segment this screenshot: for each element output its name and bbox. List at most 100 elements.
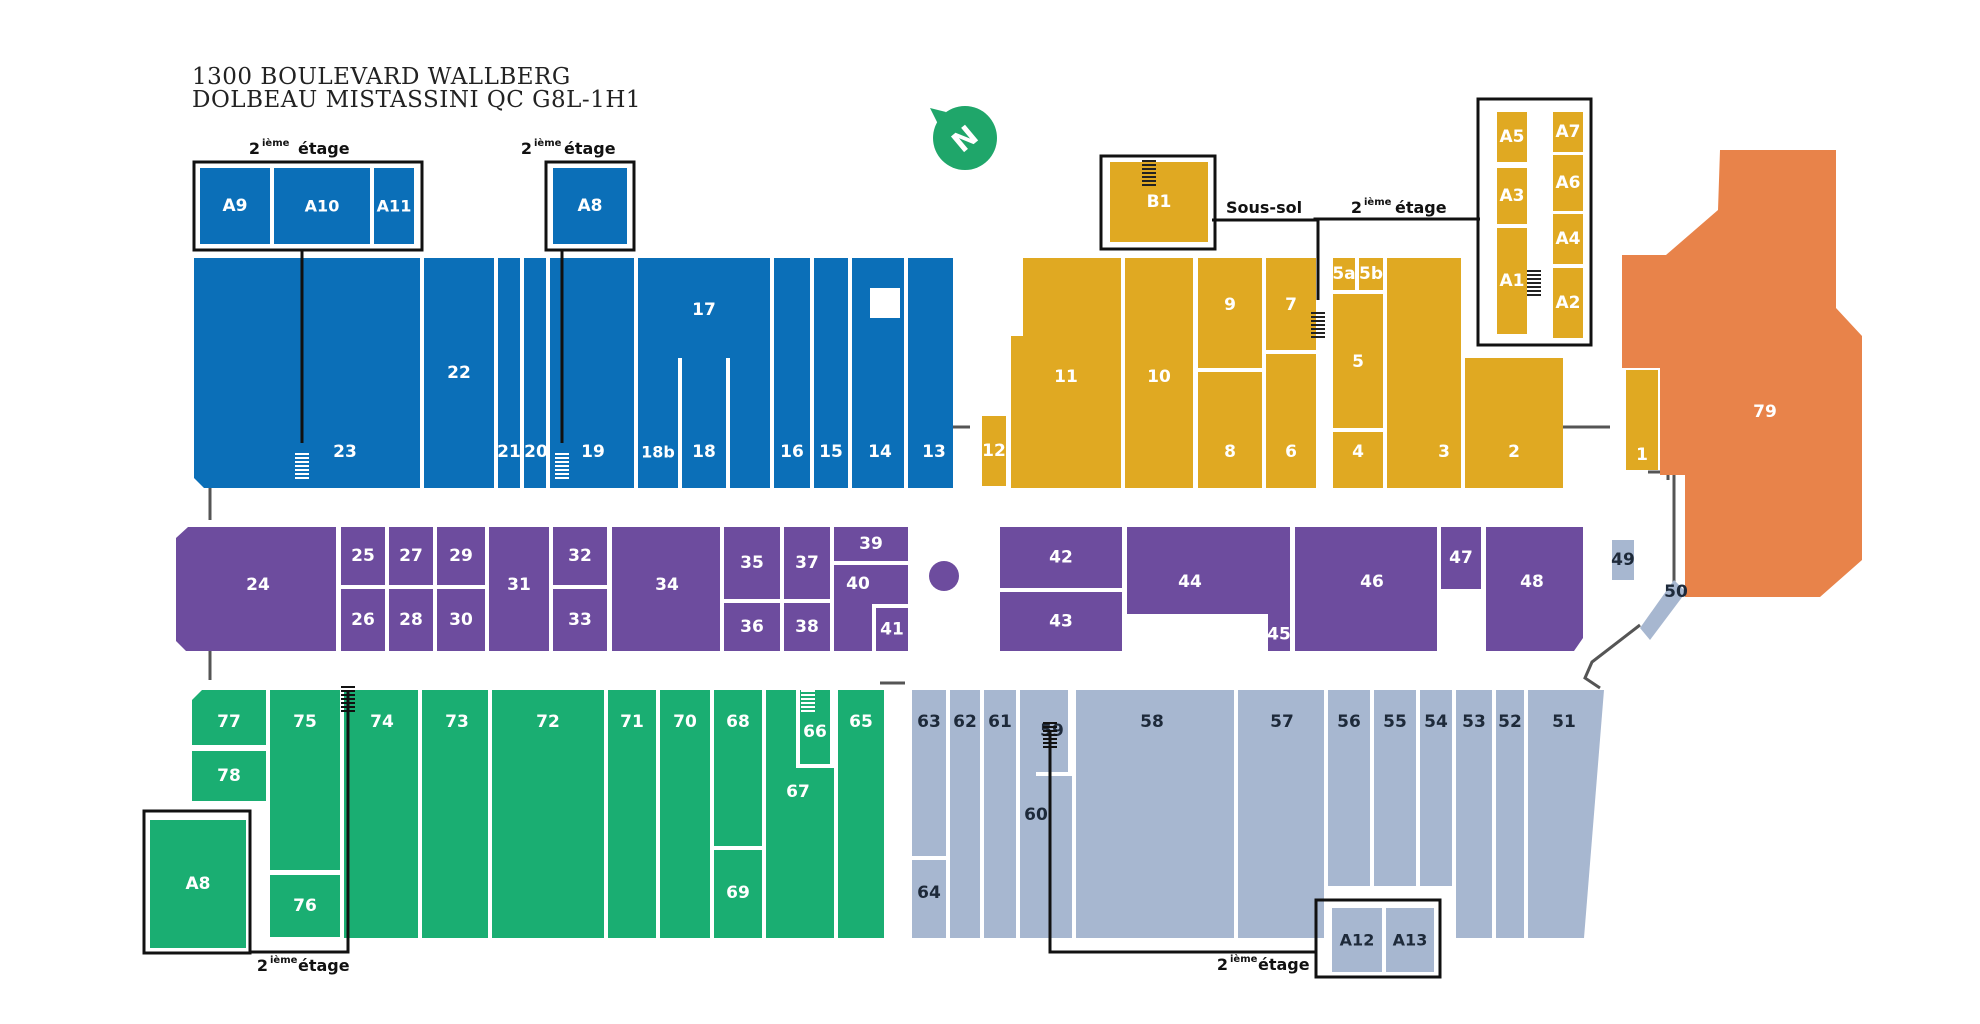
unit-35[interactable]: 35: [724, 527, 780, 599]
unit-27[interactable]: 27: [389, 527, 433, 585]
unit-49[interactable]: 49: [1611, 540, 1635, 580]
unit-22[interactable]: 22: [424, 258, 494, 488]
unit-45[interactable]: 45: [1267, 618, 1291, 651]
unit-58[interactable]: 58: [1076, 690, 1234, 938]
unit-a13[interactable]: A13: [1386, 908, 1434, 972]
unit-4[interactable]: 4: [1333, 432, 1383, 488]
unit-74[interactable]: 74: [344, 690, 418, 938]
unit-26[interactable]: 26: [341, 589, 385, 651]
unit-42[interactable]: 42: [1000, 527, 1122, 588]
unit-8[interactable]: 8: [1198, 372, 1262, 488]
unit-71[interactable]: 71: [608, 690, 656, 938]
unit-5b[interactable]: 5b: [1359, 258, 1383, 290]
unit-15[interactable]: 15: [814, 258, 848, 488]
unit-52[interactable]: 52: [1496, 690, 1524, 938]
unit-46[interactable]: 46: [1295, 527, 1437, 651]
unit-78[interactable]: 78: [192, 751, 266, 801]
unit-6[interactable]: 6: [1266, 354, 1316, 488]
unit-18b[interactable]: 18b: [638, 358, 678, 488]
unit-48[interactable]: 48: [1486, 527, 1583, 651]
unit-label: 58: [1140, 712, 1164, 732]
unit-shape: [1333, 294, 1383, 428]
unit-68[interactable]: 68: [714, 690, 762, 846]
unit-11[interactable]: 11: [1011, 258, 1121, 488]
unit-34[interactable]: 34: [612, 527, 720, 651]
unit-a12[interactable]: A12: [1332, 908, 1382, 972]
unit-a4[interactable]: A4: [1553, 214, 1583, 264]
unit-31[interactable]: 31: [489, 527, 549, 651]
unit-18[interactable]: 18: [682, 358, 726, 488]
unit-17[interactable]: 17: [638, 258, 770, 488]
unit-10[interactable]: 10: [1125, 258, 1193, 488]
unit-29[interactable]: 29: [437, 527, 485, 585]
unit-2[interactable]: 2: [1465, 358, 1563, 488]
unit-64[interactable]: 64: [912, 860, 946, 938]
unit-43[interactable]: 43: [1000, 592, 1122, 651]
unit-44[interactable]: 44: [1127, 527, 1290, 651]
unit-12[interactable]: 12: [982, 416, 1006, 486]
unit-65[interactable]: 65: [838, 690, 884, 938]
unit-28[interactable]: 28: [389, 589, 433, 651]
unit-66[interactable]: 66: [800, 690, 830, 764]
unit-7[interactable]: 7: [1266, 258, 1316, 350]
unit-50[interactable]: 50: [1640, 580, 1688, 640]
unit-36[interactable]: 36: [724, 603, 780, 651]
unit-5a[interactable]: 5a: [1332, 258, 1356, 290]
unit-67[interactable]: 67: [766, 690, 834, 938]
unit-33[interactable]: 33: [553, 589, 607, 651]
unit-38[interactable]: 38: [784, 603, 830, 651]
unit-20[interactable]: 20: [524, 258, 548, 488]
unit-14[interactable]: 14: [852, 258, 904, 488]
unit-32[interactable]: 32: [553, 527, 607, 585]
unit-75[interactable]: 75: [270, 690, 340, 870]
unit-5[interactable]: 5: [1333, 294, 1383, 428]
unit-51[interactable]: 51: [1528, 690, 1604, 938]
unit-25[interactable]: 25: [341, 527, 385, 585]
unit-b1[interactable]: B1: [1110, 162, 1208, 242]
unit-47[interactable]: 47: [1441, 527, 1481, 589]
unit-a10[interactable]: A10: [274, 168, 370, 244]
unit-40[interactable]: 40: [834, 565, 908, 651]
unit-56[interactable]: 56: [1328, 690, 1370, 886]
corridor-line: [1583, 623, 1641, 690]
unit-a1[interactable]: A1: [1497, 228, 1527, 334]
unit-23[interactable]: 23: [194, 258, 420, 488]
unit-72[interactable]: 72: [492, 690, 604, 938]
unit-1[interactable]: 1: [1626, 370, 1658, 470]
unit-79[interactable]: 79: [1622, 150, 1862, 597]
unit-3[interactable]: 3: [1387, 258, 1461, 488]
unit-73[interactable]: 73: [422, 690, 488, 938]
unit-76[interactable]: 76: [270, 875, 340, 937]
unit-shape: [814, 258, 848, 488]
unit-a5[interactable]: A5: [1497, 112, 1527, 162]
unit-55[interactable]: 55: [1374, 690, 1416, 886]
unit-69[interactable]: 69: [714, 850, 762, 938]
unit-13[interactable]: 13: [908, 258, 953, 488]
unit-21[interactable]: 21: [497, 258, 521, 488]
unit-a3[interactable]: A3: [1497, 168, 1527, 224]
unit-a7[interactable]: A7: [1553, 112, 1583, 152]
unit-63[interactable]: 63: [912, 690, 946, 856]
unit-41[interactable]: 41: [876, 608, 908, 651]
unit-9[interactable]: 9: [1198, 258, 1262, 368]
unit-77[interactable]: 77: [192, 690, 266, 745]
unit-62[interactable]: 62: [950, 690, 980, 938]
unit-a9[interactable]: A9: [200, 168, 270, 244]
unit-37[interactable]: 37: [784, 527, 830, 599]
unit-54[interactable]: 54: [1420, 690, 1452, 886]
unit-60[interactable]: 60: [1020, 690, 1072, 938]
unit-19[interactable]: 19: [550, 258, 634, 488]
unit-a2[interactable]: A2: [1553, 268, 1583, 338]
unit-a6[interactable]: A6: [1553, 155, 1583, 211]
unit-57[interactable]: 57: [1238, 690, 1324, 938]
unit-24[interactable]: 24: [176, 527, 336, 651]
unit-53[interactable]: 53: [1456, 690, 1492, 938]
unit-16[interactable]: 16: [774, 258, 810, 488]
unit-a8[interactable]: A8: [553, 168, 627, 244]
unit-a11[interactable]: A11: [374, 168, 414, 244]
unit-61[interactable]: 61: [984, 690, 1016, 938]
unit-39[interactable]: 39: [834, 527, 908, 561]
unit-a8[interactable]: A8: [150, 820, 246, 948]
unit-30[interactable]: 30: [437, 589, 485, 651]
unit-70[interactable]: 70: [660, 690, 710, 938]
